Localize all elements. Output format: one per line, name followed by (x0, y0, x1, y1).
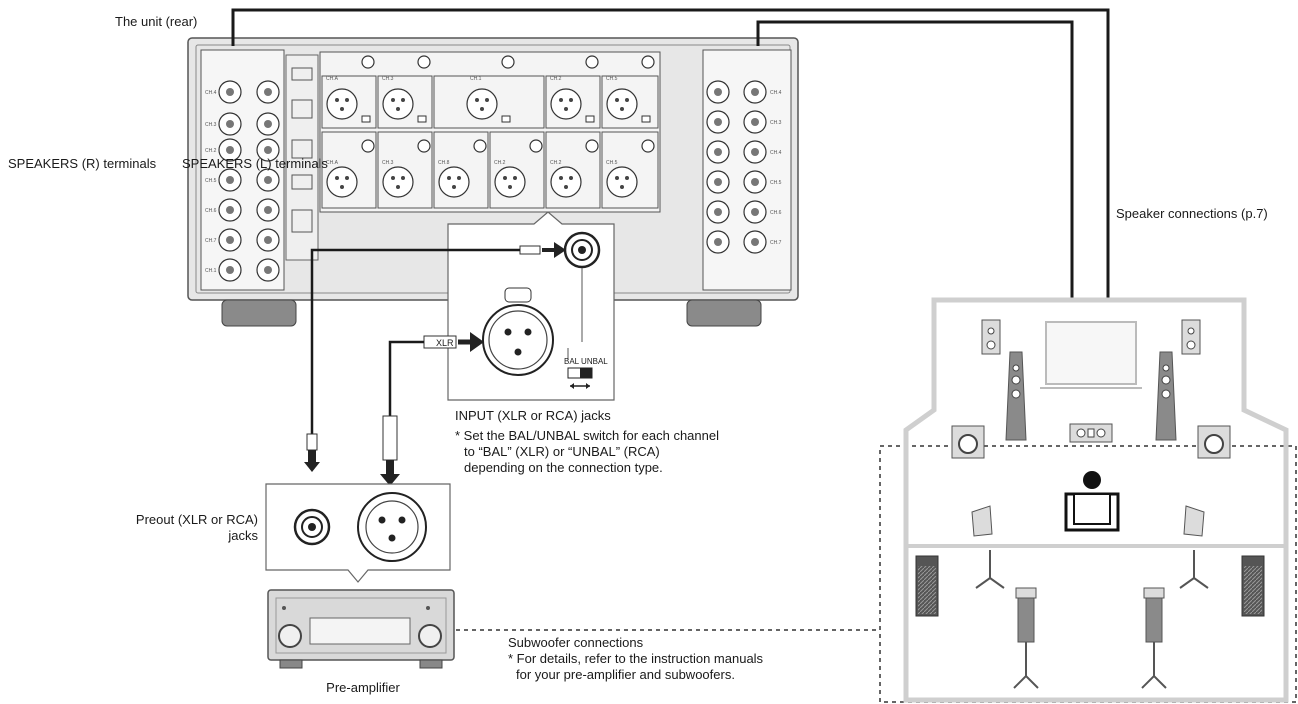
preout-jacks-callout (265, 483, 451, 583)
ch-label: CH.3 (770, 120, 782, 126)
bal-unbal-label: BAL UNBAL (564, 357, 608, 366)
ch-label: CH.2 (550, 160, 562, 166)
input-note-line-2: to “BAL” (XLR) or “UNBAL” (RCA) (464, 444, 660, 459)
rear-wall-speakers (915, 555, 1265, 617)
ch-label: CH.4 (770, 90, 782, 96)
preout-label-line-2: jacks (227, 528, 258, 543)
ch-label: CH.2 (494, 160, 506, 166)
speaker-terminals-left-block: CH.4 CH.3 CH.2 CH.5 CH.6 CH.7 CH.1 (200, 49, 285, 291)
subwoofer-note-line-2: for your pre-amplifier and subwoofers. (516, 667, 735, 682)
ch-label: CH.7 (770, 240, 782, 246)
input-jacks-title: INPUT (XLR or RCA) jacks (455, 408, 611, 423)
listener-icon (1064, 471, 1120, 532)
speakers-r-label: SPEAKERS (R) terminals (8, 156, 157, 171)
ch-label: CH.2 (550, 76, 562, 82)
ch-label: CH.7 (205, 238, 217, 244)
input-jacks-callout: BAL UNBAL XLR (423, 211, 615, 401)
input-note-line-1: * Set the BAL/UNBAL switch for each chan… (455, 428, 719, 443)
signal-cables (310, 248, 520, 438)
ch-label: CH.3 (382, 76, 394, 82)
room-layout (879, 297, 1297, 703)
tv (1045, 321, 1137, 385)
ch-label: CH.5 (205, 178, 217, 184)
ch-label: CH.A (326, 160, 339, 166)
input-jack-grid: CH.A CH.3 CH.1 CH.2 CH.5 CH.A CH.3 CH.8 … (319, 51, 661, 213)
ch-label: CH.1 (205, 268, 217, 274)
preout-label-line-1: Preout (XLR or RCA) (136, 512, 258, 527)
subwoofers (951, 425, 1231, 459)
subwoofer-connections-title: Subwoofer connections (508, 635, 644, 650)
xlr-plug-label: XLR (436, 338, 454, 348)
speakers-l-label: SPEAKERS (L) terminals (182, 156, 328, 171)
speaker-connections-label: Speaker connections (p.7) (1116, 206, 1268, 221)
input-note-line-3: depending on the connection type. (464, 460, 663, 475)
amplifier-unit: CH.4 CH.3 CH.2 CH.5 CH.6 CH.7 CH.1 (187, 37, 799, 327)
ch-label: CH.2 (205, 148, 217, 154)
ch-label: CH.6 (770, 210, 782, 216)
cable-plugs (304, 415, 400, 486)
surround-speakers (971, 505, 1205, 537)
speaker-terminals-right-block: CH.4 CH.3 CH.4 CH.5 CH.6 CH.7 (702, 49, 792, 291)
subwoofer-note-line-1: * For details, refer to the instruction … (508, 651, 764, 666)
speaker-stands (975, 550, 1209, 689)
preamplifier-label: Pre-amplifier (326, 680, 400, 695)
ch-label: CH.1 (470, 76, 482, 82)
ch-label: CH.5 (606, 76, 618, 82)
ch-label: CH.8 (438, 160, 450, 166)
ch-label: CH.4 (205, 90, 217, 96)
ch-label: CH.6 (205, 208, 217, 214)
rear-tall-speakers (1015, 587, 1165, 643)
speaker-cables (231, 8, 1110, 300)
control-column (285, 54, 319, 261)
front-presence-speakers (981, 319, 1201, 355)
pre-amplifier (267, 589, 455, 669)
unit-foot-right (686, 299, 762, 327)
ch-label: CH.5 (606, 160, 618, 166)
ch-label: CH.5 (770, 180, 782, 186)
unit-rear-label: The unit (rear) (115, 14, 197, 29)
unit-foot-left (221, 299, 297, 327)
ch-label: CH.4 (770, 150, 782, 156)
ch-label: CH.3 (382, 160, 394, 166)
ch-label: CH.3 (205, 122, 217, 128)
ch-label: CH.A (326, 76, 339, 82)
